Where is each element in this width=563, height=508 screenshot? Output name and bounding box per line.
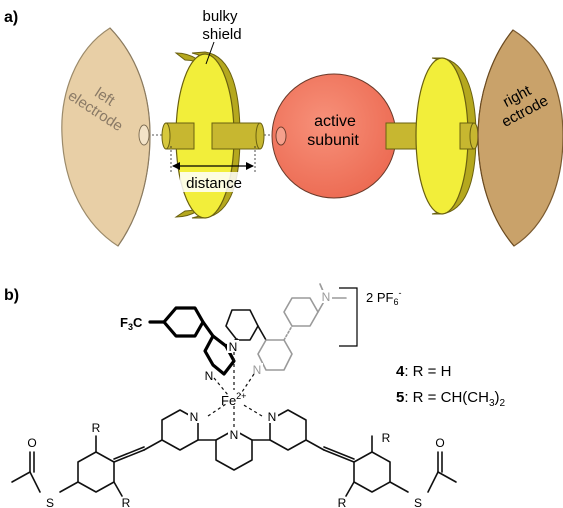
right-electrode: right ectrode — [477, 29, 563, 247]
cf3-carbon: C — [133, 315, 143, 330]
svg-text:5: R = CH(CH3)2: 5: R = CH(CH3)2 — [396, 389, 506, 409]
compound-5-subscript-2: 2 — [500, 398, 506, 409]
iron-symbol: Fe — [221, 393, 236, 408]
compound-legend: 4: R = H 5: R = CH(CH3)2 — [396, 363, 506, 409]
counterion: 2 PF6- — [339, 287, 401, 347]
counterion-superscript: - — [398, 288, 401, 298]
panel-a-label: a) — [4, 9, 18, 26]
nitrogen-upper-left: N — [205, 369, 214, 383]
active-subunit-label-line2: subunit — [307, 132, 359, 149]
compound-5-close: ) — [495, 389, 500, 406]
compound-4-text: : R = H — [404, 363, 451, 380]
active-subunit: active subunit — [271, 73, 397, 199]
active-subunit-label-line1: active — [314, 113, 356, 130]
bulky-shield-label-line1: bulky — [202, 8, 238, 25]
nitrogen-lower-center: N — [230, 428, 239, 442]
svg-text:Fe2+: Fe2+ — [221, 391, 246, 408]
counterion-prefix: 2 PF — [366, 290, 394, 305]
cf3-subscript: 3 — [128, 322, 133, 332]
r-group-left-top: R — [92, 421, 101, 435]
lower-terpyridine: N N N R R S O R R S O — [11, 409, 457, 508]
iron-center: Fe2+ — [207, 352, 263, 428]
nitrogen-lower-right: N — [268, 410, 277, 424]
distance-label: distance — [186, 175, 242, 192]
bulky-shield-pointer — [205, 41, 215, 65]
right-bulky-shield — [385, 57, 479, 215]
distance-marker: distance — [170, 146, 256, 192]
upper-terpyridine: F3C N N N N — [120, 283, 347, 383]
compound-5-text: : R = CH(CH — [404, 389, 489, 406]
panel-b-label: b) — [4, 287, 19, 304]
cf3-fluorine: F — [120, 315, 128, 330]
left-electrode: left electrode — [61, 27, 151, 247]
compound-5-subscript: 3 — [489, 398, 495, 409]
svg-text:4: R = H: 4: R = H — [396, 363, 451, 380]
oxygen-right: O — [435, 436, 444, 450]
sulfur-right: S — [414, 496, 422, 508]
nitrogen-amine: N — [322, 290, 331, 304]
svg-text:F3C: F3C — [120, 315, 143, 332]
panel-a: a) left electrode bulky shield — [4, 8, 563, 247]
nitrogen-lower-left: N — [190, 410, 199, 424]
panel-b: b) 2 PF6- — [4, 283, 506, 508]
compound-5-number: 5 — [396, 389, 404, 406]
bulky-shield-label-line2: shield — [202, 26, 241, 43]
nitrogen-upper-center: N — [229, 340, 238, 354]
compound-4-number: 4 — [396, 363, 405, 380]
svg-text:2 PF6-: 2 PF6- — [366, 288, 401, 307]
counterion-subscript: 6 — [393, 297, 398, 307]
sulfur-left: S — [46, 496, 54, 508]
nitrogen-upper-right: N — [253, 363, 262, 377]
r-group-left-bottom: R — [122, 496, 131, 508]
r-group-right-bottom: R — [338, 496, 347, 508]
oxygen-left: O — [27, 436, 36, 450]
r-group-right-top: R — [382, 431, 391, 445]
iron-charge: 2+ — [236, 391, 246, 401]
